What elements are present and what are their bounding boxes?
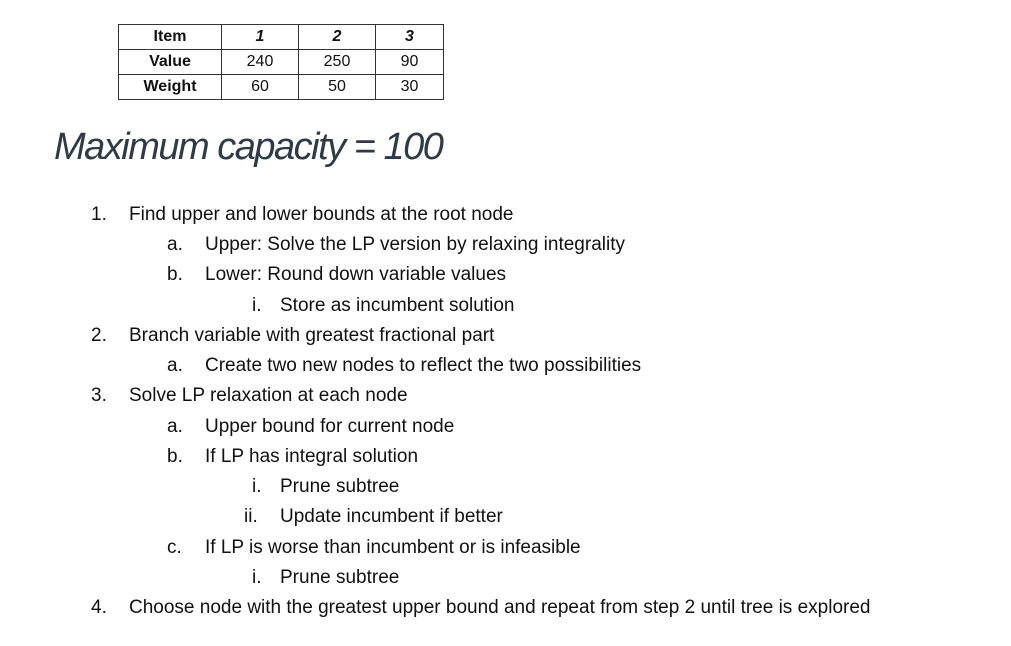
list-text: Prune subtree: [280, 567, 400, 588]
header-cell: 2: [298, 24, 376, 50]
list-marker: 2.: [91, 325, 107, 346]
list-marker: i.: [252, 567, 262, 588]
header-cell: Item: [118, 24, 222, 50]
table-cell: 50: [298, 74, 376, 100]
table-header-row: Item 1 2 3: [118, 24, 444, 50]
list-marker: a.: [167, 416, 183, 437]
list-marker: 1.: [91, 204, 107, 225]
list-text: Upper: Solve the LP version by relaxing …: [205, 234, 625, 255]
list-text: Prune subtree: [280, 476, 400, 497]
list-text: Upper bound for current node: [205, 416, 455, 437]
table-row: Weight 60 50 30: [118, 74, 444, 100]
list-text: Solve LP relaxation at each node: [129, 385, 408, 406]
row-label: Value: [118, 49, 222, 75]
list-marker: b.: [167, 446, 183, 467]
table-cell: 60: [221, 74, 299, 100]
list-marker: ii.: [244, 506, 258, 527]
list-text: Lower: Round down variable values: [205, 264, 507, 285]
list-marker: a.: [167, 234, 183, 255]
table-cell: 250: [298, 49, 376, 75]
list-text: Create two new nodes to reflect the two …: [205, 355, 642, 376]
list-marker: i.: [252, 476, 262, 497]
list-text: Update incumbent if better: [280, 506, 503, 527]
list-text: Branch variable with greatest fractional…: [129, 325, 495, 346]
row-label: Weight: [118, 74, 222, 100]
page-title: Maximum capacity = 100: [54, 126, 444, 168]
list-marker: 3.: [91, 385, 107, 406]
list-marker: i.: [252, 295, 262, 316]
list-text: If LP has integral solution: [205, 446, 419, 467]
table-row: Value 240 250 90: [118, 49, 444, 75]
list-text: Choose node with the greatest upper boun…: [129, 597, 871, 618]
list-text: Store as incumbent solution: [280, 295, 515, 316]
header-cell: 1: [221, 24, 299, 50]
list-marker: c.: [167, 537, 182, 558]
list-marker: a.: [167, 355, 183, 376]
items-table: Item 1 2 3 Value 240 250 90 Weight 60 50…: [118, 24, 444, 100]
table-cell: 240: [221, 49, 299, 75]
list-text: If LP is worse than incumbent or is infe…: [205, 537, 581, 558]
header-cell: 3: [375, 24, 444, 50]
list-text: Find upper and lower bounds at the root …: [129, 204, 514, 225]
list-marker: 4.: [91, 597, 107, 618]
list-marker: b.: [167, 264, 183, 285]
table-cell: 90: [375, 49, 444, 75]
table-cell: 30: [375, 74, 444, 100]
